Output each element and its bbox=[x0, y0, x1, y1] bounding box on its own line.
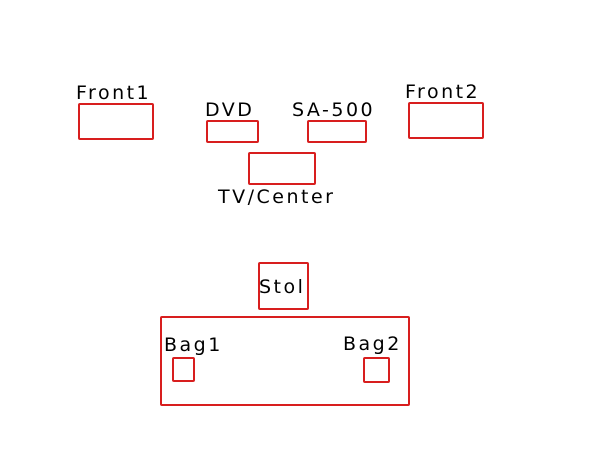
sa500-box bbox=[307, 120, 367, 143]
stol-box bbox=[258, 262, 309, 310]
front2-speaker-box bbox=[408, 102, 484, 139]
bag1-speaker-box bbox=[172, 357, 195, 382]
dvd-box bbox=[206, 120, 259, 143]
front1-speaker-box bbox=[78, 103, 154, 140]
bag1-label: Bag1 bbox=[164, 334, 223, 356]
front2-label: Front2 bbox=[405, 81, 481, 103]
sofa-area-box bbox=[160, 316, 410, 406]
front1-label: Front1 bbox=[76, 82, 152, 104]
tv-center-label: TV/Center bbox=[218, 186, 336, 208]
bag2-speaker-box bbox=[363, 357, 390, 383]
tv-center-box bbox=[248, 152, 316, 185]
dvd-label: DVD bbox=[205, 99, 255, 121]
sa500-label: SA-500 bbox=[292, 99, 376, 121]
stol-label: Stol bbox=[259, 276, 306, 298]
bag2-label: Bag2 bbox=[343, 333, 402, 355]
